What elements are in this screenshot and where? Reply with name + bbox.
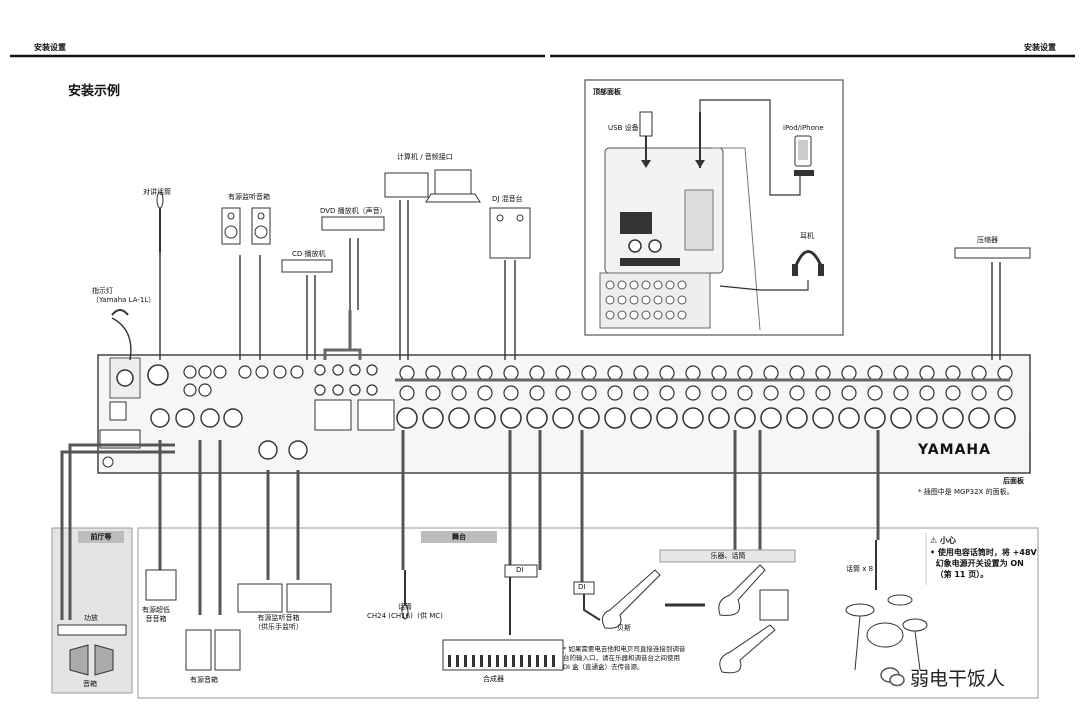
header-right: 安装设置 bbox=[1024, 43, 1056, 52]
lamp-label: 指示灯 （Yamaha LA-1L） bbox=[92, 287, 156, 304]
usb-label: USB 设备 bbox=[608, 124, 639, 132]
headphones-icon bbox=[793, 250, 824, 269]
active-speaker-right bbox=[214, 629, 241, 671]
mixer-top-illustration bbox=[599, 147, 761, 331]
rear-panel-note: * 插图中是 MGP32X 的面板。 bbox=[918, 488, 1014, 496]
di2-label: DI bbox=[578, 583, 586, 591]
compressor-icon bbox=[954, 247, 1031, 259]
yamaha-logo: YAMAHA bbox=[918, 442, 991, 458]
page-title: 安装示例 bbox=[68, 84, 121, 99]
monitor-speakers-label: 有源监听音箱 bbox=[228, 193, 270, 201]
amp-icon bbox=[57, 624, 127, 636]
ipod-label: iPod/iPhone bbox=[783, 124, 824, 132]
header-left: 安装设置 bbox=[34, 43, 66, 52]
wechat-icon bbox=[880, 666, 906, 692]
subwoofer-icon bbox=[145, 569, 177, 601]
dvd-label: DVD 播放机（声音） bbox=[320, 207, 387, 215]
bass-2-icon bbox=[719, 624, 776, 674]
cd-label: CD 播放机 bbox=[292, 250, 326, 258]
audio-interface-icon bbox=[384, 172, 429, 198]
bass-guitar-icon bbox=[601, 569, 661, 629]
stage-zone-tag: 舞台 bbox=[421, 531, 497, 543]
foh-zone bbox=[51, 527, 133, 694]
laptop-icon bbox=[434, 169, 472, 195]
stage-monitors-label: 有源监听音箱 （供乐手监听） bbox=[254, 614, 303, 631]
dj-label: DJ 混音台 bbox=[492, 195, 523, 203]
compressor-label: 压缩器 bbox=[977, 236, 998, 244]
di-box-1 bbox=[504, 564, 538, 578]
dvd-player-icon bbox=[321, 216, 385, 231]
synth-label: 合成器 bbox=[483, 675, 504, 683]
stage-monitor-right bbox=[286, 583, 332, 613]
top-panel-title: 顶部面板 bbox=[593, 88, 621, 96]
di-note: * 如果需要电吉他和电贝司直接连接到调音 台的输入口，请在乐器和调音台之间使用 … bbox=[563, 645, 686, 671]
synth-icon bbox=[442, 639, 564, 671]
amp-cabinet-icon bbox=[759, 589, 789, 621]
foh-zone-tag: 前厅等 bbox=[78, 531, 124, 543]
active-speakers-label: 有源音箱 bbox=[190, 676, 218, 684]
talkback-label: 对讲话筒 bbox=[143, 188, 171, 196]
caution-body: • 使用电容话筒时，将 +48V 幻象电源开关设置为 ON （第 11 页）。 bbox=[930, 548, 1037, 579]
stage-monitor-left bbox=[237, 583, 283, 613]
watermark: 弱电干饭人 bbox=[910, 668, 1006, 690]
caution-title: ⚠ 小心 bbox=[930, 536, 956, 545]
cd-player-icon bbox=[281, 259, 333, 273]
active-speaker-left bbox=[185, 629, 212, 671]
instruments-label: 乐器、话筒 bbox=[710, 552, 746, 560]
foh-speakers-label: 音箱 bbox=[83, 680, 97, 688]
rear-panel-label: 后面板 bbox=[1003, 477, 1024, 485]
lamp-icon bbox=[111, 309, 129, 316]
headphones-label: 耳机 bbox=[800, 232, 814, 240]
amp-label: 功放 bbox=[84, 614, 98, 622]
di1-label: DI bbox=[516, 566, 524, 574]
drum-kit-icon bbox=[845, 594, 928, 671]
foh-speaker-left bbox=[69, 644, 89, 676]
dj-mixer-icon bbox=[489, 207, 531, 259]
electric-guitar-icon bbox=[718, 564, 766, 616]
subwoofer-label: 有源超低 音音箱 bbox=[142, 606, 170, 623]
usb-device-icon bbox=[639, 111, 653, 137]
foh-speaker-right bbox=[94, 644, 114, 676]
mc-mic-label: 话筒 CH24 (CH16) (供 MC) bbox=[367, 603, 443, 620]
computer-label: 计算机 / 音频接口 bbox=[397, 153, 453, 161]
bass-label: 贝斯 bbox=[617, 624, 631, 632]
mics-x8-label: 话筒 x 8 bbox=[846, 565, 874, 573]
